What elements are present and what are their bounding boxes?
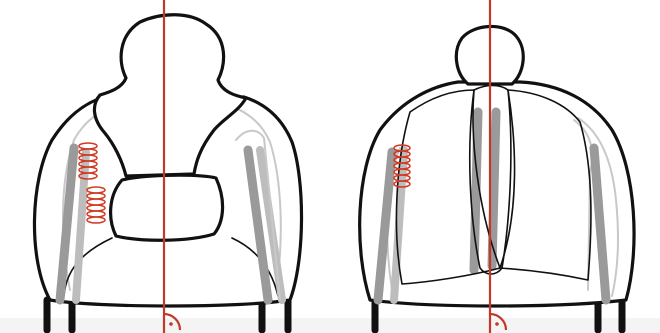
seat-cushion xyxy=(111,175,223,240)
front-view xyxy=(34,0,301,333)
spring-icon xyxy=(87,187,105,223)
pivot-dot xyxy=(495,322,499,326)
rear-view xyxy=(360,0,634,333)
right-angle-dot xyxy=(169,322,173,326)
rear-center-bar-2 xyxy=(492,112,496,266)
floor-strip xyxy=(0,318,660,333)
spring-icon xyxy=(79,143,97,179)
